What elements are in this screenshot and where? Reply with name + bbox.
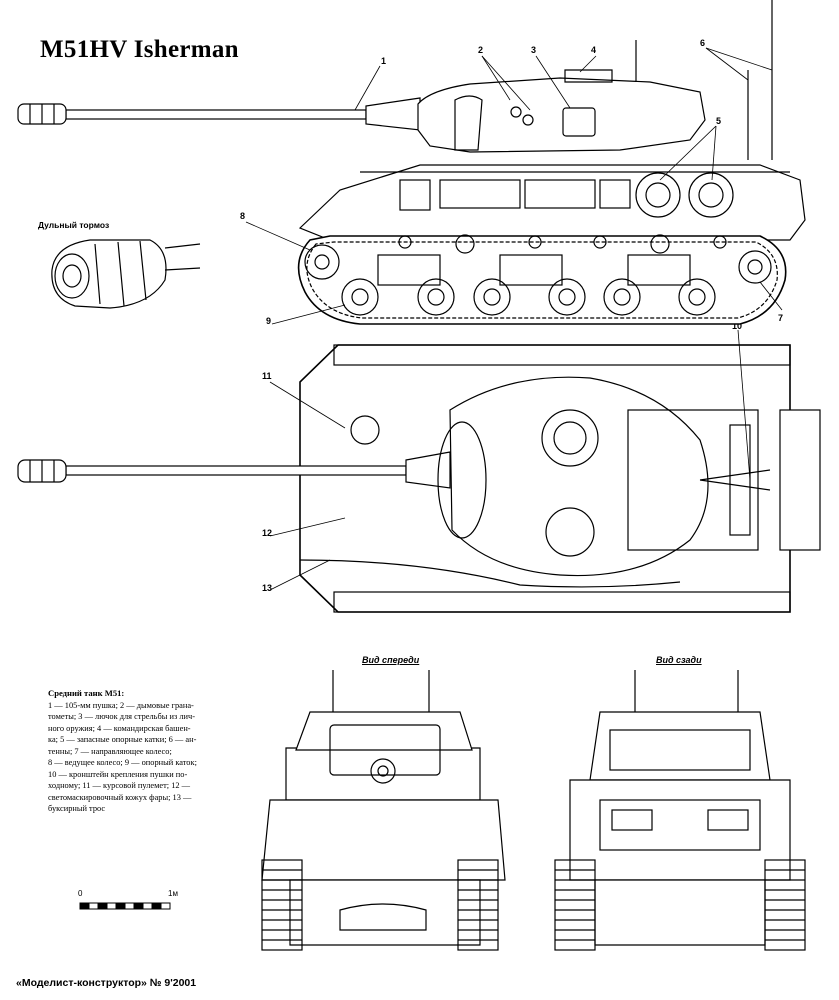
callout-9: 9 (266, 316, 272, 326)
side-view (17, 0, 806, 325)
callout-7: 7 (778, 313, 784, 323)
rear-view (554, 670, 806, 951)
leader-lines (245, 47, 783, 591)
callout-1: 1 (381, 56, 387, 66)
legend-line: тометы; 3 — лючок для стрельбы из лич- (48, 712, 196, 721)
legend-line: 10 — кронштейн крепления пушки по- (48, 769, 188, 779)
muzzle-brake-label: Дульный тормоз (38, 220, 110, 230)
callout-5: 5 (716, 116, 722, 126)
callout-12: 12 (262, 528, 273, 538)
callout-10: 10 (732, 321, 743, 331)
legend-line: ка; 5 — запасные опорные катки; 6 — ан- (48, 735, 197, 744)
front-view-title: Вид спереди (362, 655, 420, 665)
callout-11: 11 (262, 371, 272, 381)
top-view (17, 344, 821, 613)
legend-line: 1 — 105-мм пушка; 2 — дымовые грана- (48, 700, 194, 710)
scale-one-label: 1м (168, 889, 178, 898)
legend: Средний танк M51: 1 — 105-мм пушка; 2 — … (48, 688, 238, 815)
legend-line: буксирный трос (48, 804, 106, 813)
legend-line: светомаскировочный кожух фары; 13 — (48, 792, 192, 802)
footer-credit: «Моделист-конструктор» № 9'2001 (16, 977, 197, 989)
page-title: M51HV Isherman (40, 36, 239, 63)
legend-line: ходному; 11 — курсовой пулемет; 12 — (48, 781, 191, 790)
scale-zero-label: 0 (78, 889, 83, 898)
legend-heading: Средний танк M51: (48, 688, 125, 698)
scale-bar (79, 902, 171, 910)
callout-6: 6 (700, 38, 706, 48)
legend-line: ного оружия; 4 — командирская башен- (48, 723, 191, 733)
front-view (261, 670, 506, 951)
callout-13: 13 (262, 583, 273, 593)
muzzle-brake-detail (51, 239, 201, 309)
callout-2: 2 (478, 45, 484, 55)
legend-line: 8 — ведущее колесо; 9 — опорный каток; (48, 758, 197, 767)
callout-8: 8 (240, 211, 246, 221)
callout-3: 3 (531, 45, 537, 55)
legend-line: тенны; 7 — направляющее колесо; (48, 746, 172, 756)
rear-view-title: Вид сзади (656, 655, 702, 665)
callout-4: 4 (591, 45, 597, 55)
